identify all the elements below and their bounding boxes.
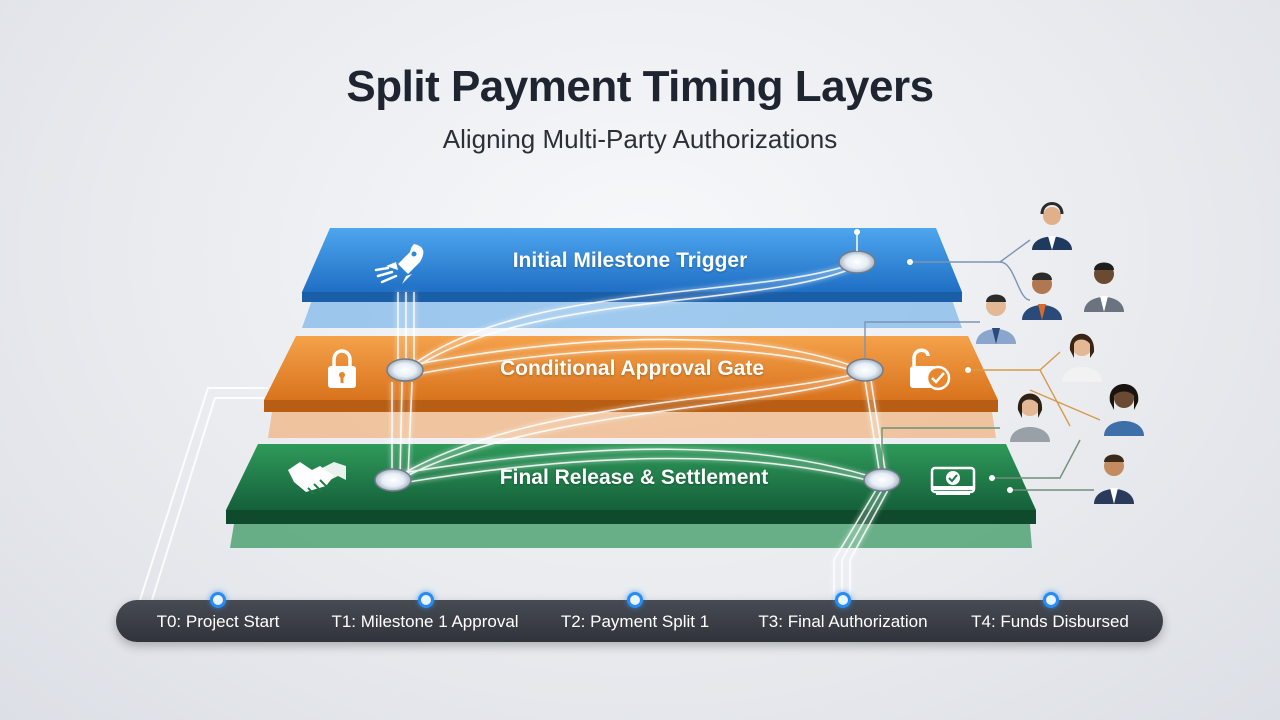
layer-initial-milestone[interactable]	[302, 228, 962, 328]
flow-lines	[391, 261, 889, 600]
timeline-point-t2-marker[interactable]	[627, 592, 643, 608]
timeline-label-t0: T0: Project Start	[156, 612, 280, 631]
timeline-label-t1: T1: Milestone 1 Approval	[331, 612, 519, 631]
person-icon	[1022, 272, 1062, 320]
page-title: Split Payment Timing Layers	[346, 62, 934, 111]
unlocked-check-icon	[910, 348, 951, 391]
page-subtitle: Aligning Multi-Party Authorizations	[442, 124, 838, 154]
party-connector-lines	[864, 239, 1101, 493]
person-icon	[1032, 202, 1072, 250]
layer-label-conditional-approval: Conditional Approval Gate	[499, 357, 765, 380]
person-icon	[1010, 393, 1050, 442]
padlock-icon	[328, 349, 356, 388]
left-connector-lines	[139, 387, 268, 601]
handshake-icon	[288, 462, 346, 495]
person-icon	[1094, 454, 1134, 504]
layer-label-initial-milestone: Initial Milestone Trigger	[512, 249, 748, 272]
person-icon	[1104, 384, 1144, 436]
timeline-label-t2: T2: Payment Split 1	[560, 612, 710, 631]
timeline-point-t0-marker[interactable]	[210, 592, 226, 608]
person-icon	[976, 294, 1016, 344]
person-icon	[1084, 262, 1124, 312]
timeline-point-t1-marker[interactable]	[418, 592, 434, 608]
timeline-label-t3: T3: Final Authorization	[758, 612, 928, 631]
layer-conditional-approval[interactable]	[264, 336, 998, 438]
cash-check-icon	[930, 466, 976, 495]
timeline-bar	[116, 600, 1163, 642]
timeline-point-t3-marker[interactable]	[835, 592, 851, 608]
flow-nodes	[374, 229, 901, 492]
timeline-label-t4: T4: Funds Disbursed	[971, 612, 1129, 631]
layer-label-final-release: Final Release & Settlement	[499, 466, 769, 489]
timeline-point-t4-marker[interactable]	[1043, 592, 1059, 608]
person-icon	[1062, 333, 1102, 382]
rocket-icon	[374, 244, 424, 284]
party-avatars	[976, 202, 1144, 504]
